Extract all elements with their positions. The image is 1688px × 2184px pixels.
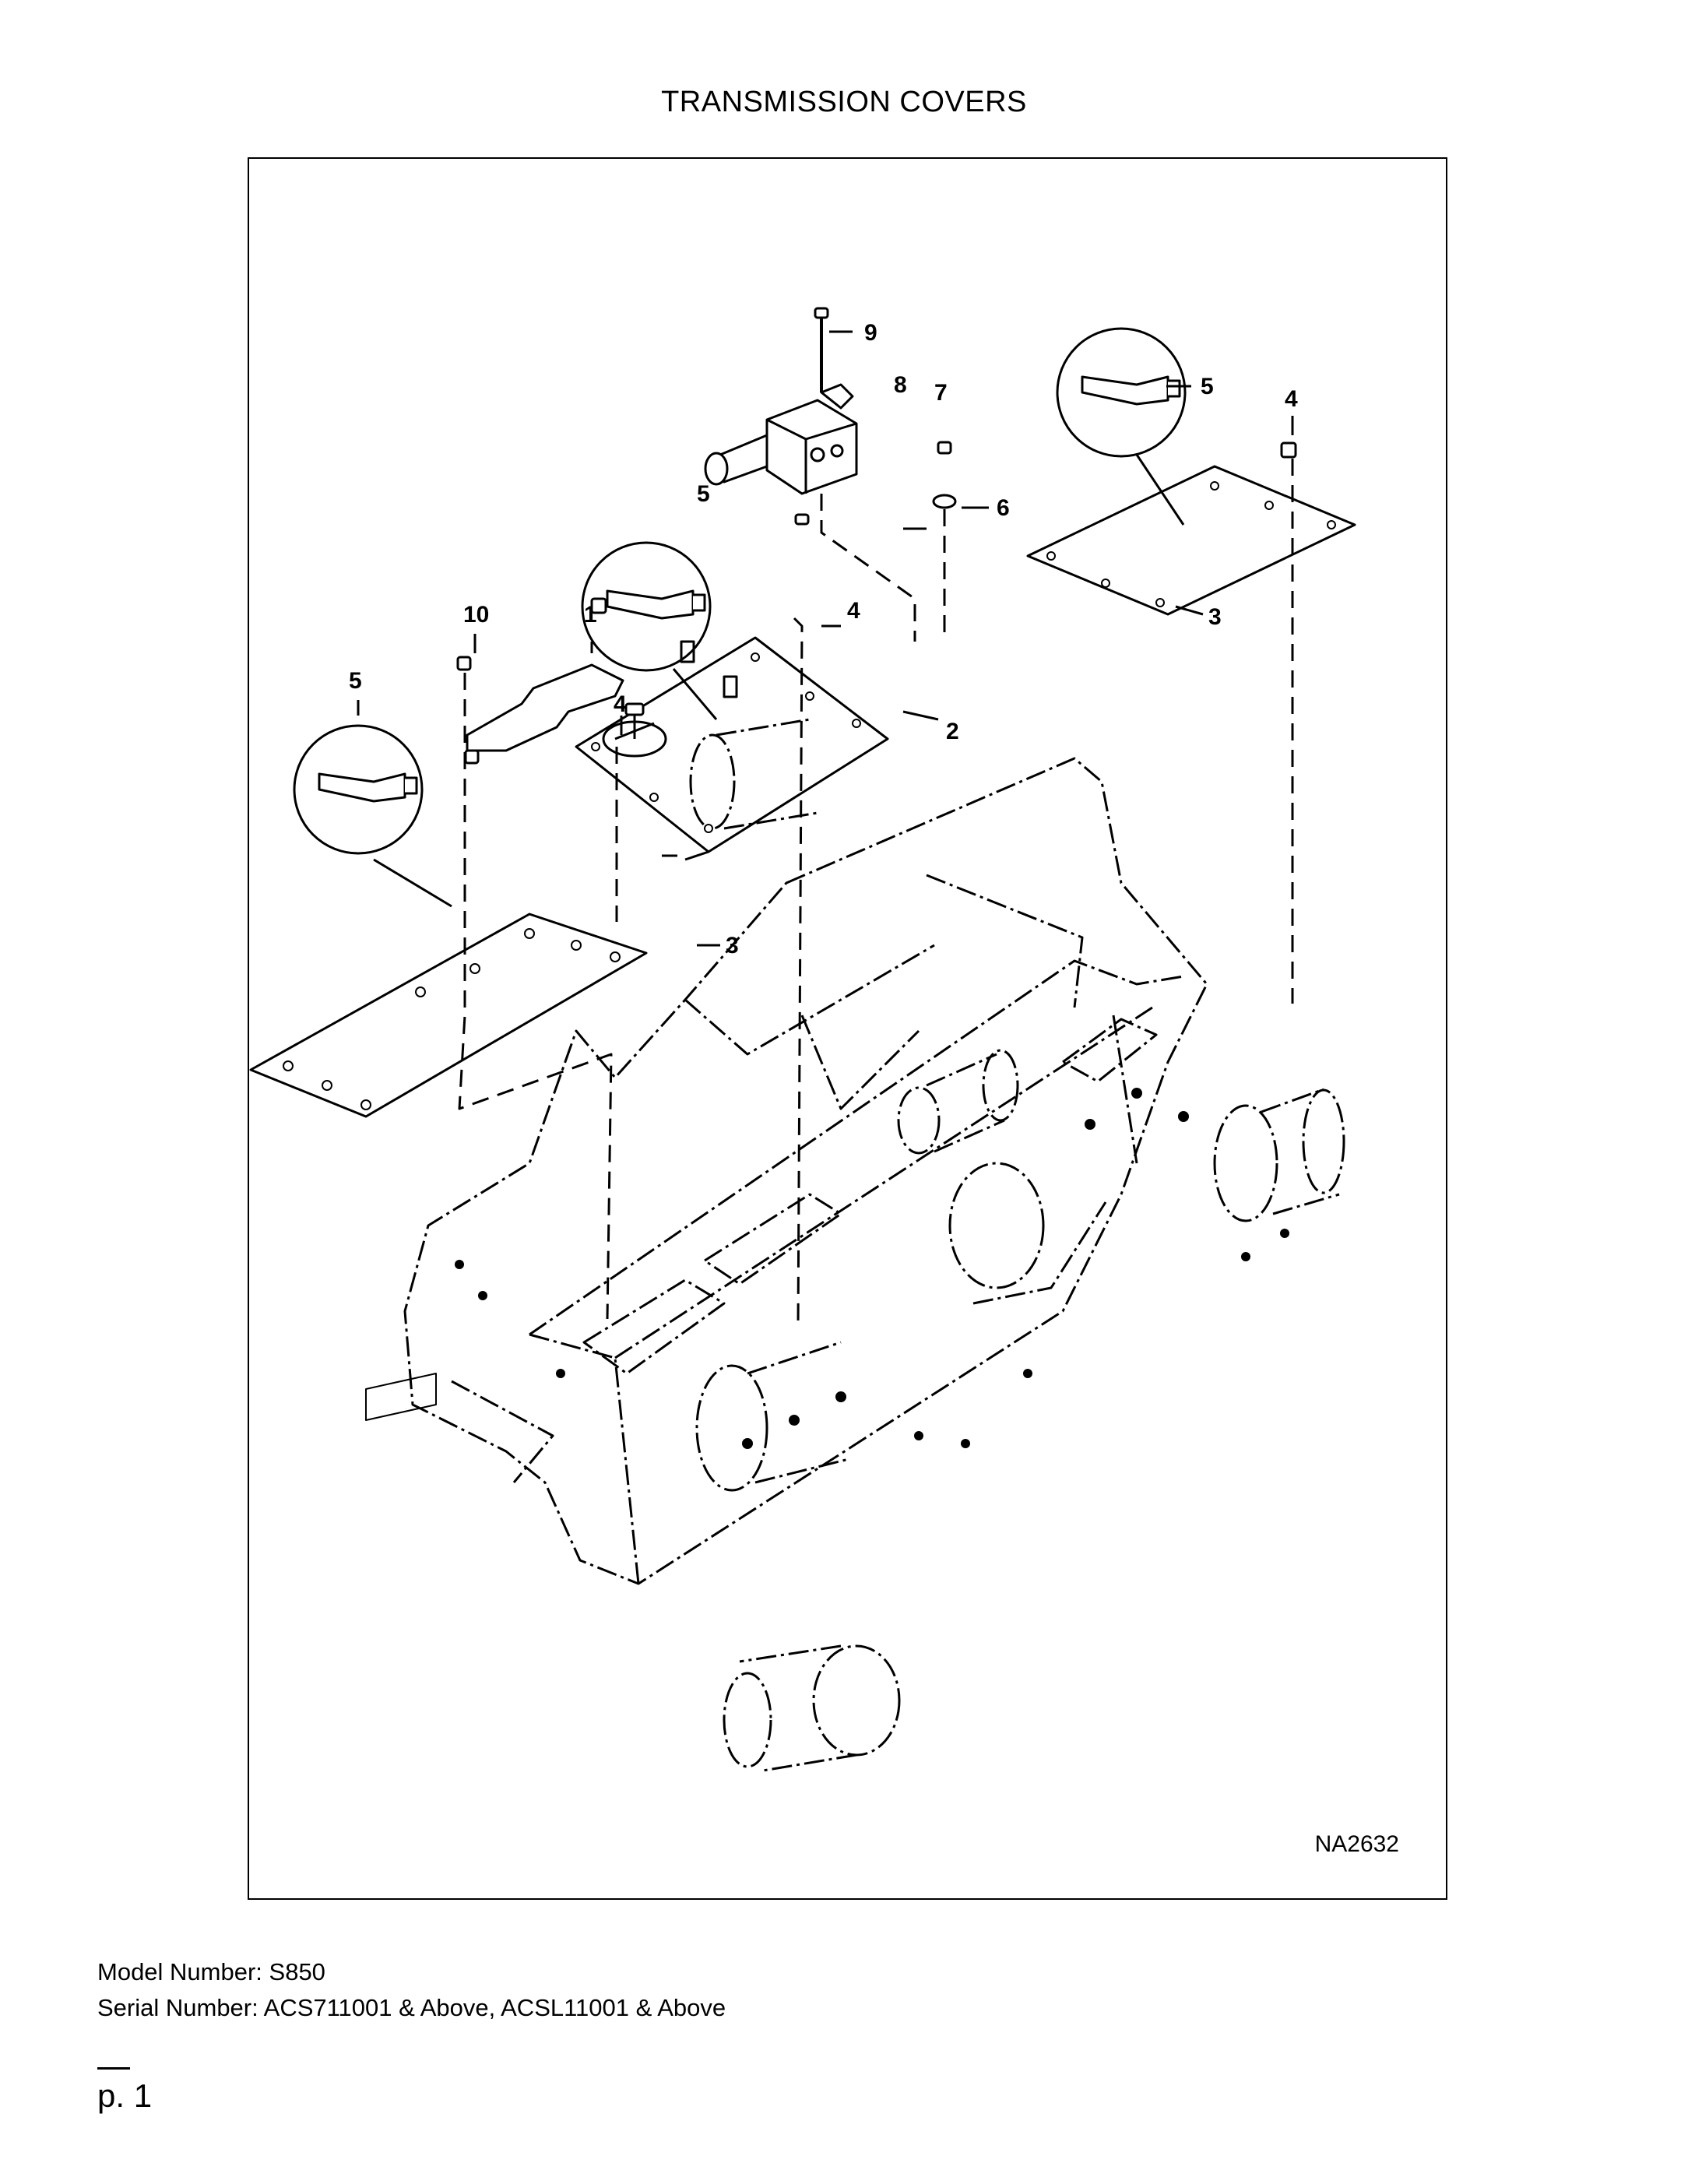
callout-2: 2 xyxy=(946,719,959,744)
model-number: Model Number: S850 xyxy=(97,1958,325,1985)
cover-center xyxy=(575,636,889,853)
valve-block xyxy=(704,383,858,495)
callout-10: 10 xyxy=(463,602,489,628)
exploded-parts-diagram: 9 8 7 6 5 4 3 5 4 2 10 1 5 4 3 xyxy=(249,307,1356,1772)
callout-4-right: 4 xyxy=(1285,386,1298,412)
cover-right xyxy=(1026,465,1356,616)
sealant-tube-right xyxy=(1056,327,1187,526)
bracket xyxy=(466,663,624,752)
diagram-frame: 9 8 7 6 5 4 3 5 4 2 10 1 5 4 3 NA2632 xyxy=(248,157,1447,1900)
callout-4-left: 4 xyxy=(614,691,627,717)
callout-5-right: 5 xyxy=(1201,374,1214,399)
callout-4-center: 4 xyxy=(847,598,860,624)
callout-8: 8 xyxy=(894,372,907,398)
page-rule xyxy=(97,2067,130,2070)
housing-decal xyxy=(365,1373,437,1421)
sealant-tube-left xyxy=(293,724,452,908)
cover-left xyxy=(249,913,648,1118)
figure-id: NA2632 xyxy=(1314,1831,1399,1857)
transmission-housing xyxy=(403,718,1345,1772)
callout-9: 9 xyxy=(864,320,877,346)
callout-5-center: 5 xyxy=(697,481,710,507)
callout-3-left: 3 xyxy=(726,933,739,958)
fasteners xyxy=(456,307,1297,765)
footer-meta: Model Number: S850 Serial Number: ACS711… xyxy=(97,1954,726,2026)
page-title: TRANSMISSION COVERS xyxy=(661,86,1027,118)
callout-5-left: 5 xyxy=(349,668,362,694)
callout-3-right: 3 xyxy=(1208,604,1222,630)
serial-number: Serial Number: ACS711001 & Above, ACSL11… xyxy=(97,1994,726,2021)
leader-lines xyxy=(357,330,1294,947)
callout-1: 1 xyxy=(584,602,597,628)
callout-6: 6 xyxy=(997,495,1010,521)
housing-holes xyxy=(455,1088,1289,1449)
page-number: p. 1 xyxy=(97,2077,153,2114)
sealant-tube-center xyxy=(581,541,718,720)
callout-7: 7 xyxy=(934,380,948,406)
alignment-lines xyxy=(458,459,1294,1328)
